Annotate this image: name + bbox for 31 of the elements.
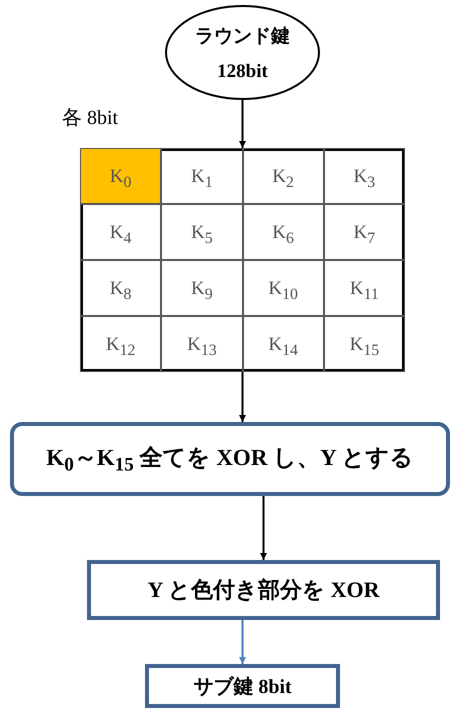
table-cell: K$_{15}$ [324,316,405,372]
table-cell: K$_{14}$ [242,316,324,372]
table-cell: K$_{6}$ [242,204,324,260]
key-table [80,148,405,372]
node-text: 128bit [217,60,268,82]
arrow [260,496,267,560]
table-cell: K$_{0}$ [80,148,162,204]
table-cell: K$_{11}$ [324,260,405,316]
table-cell: K$_{12}$ [80,316,162,372]
node-text: K$_{0}$～K$_{15}$ 全てを XOR し、Y とする [46,444,414,476]
note-text: 各 8bit [62,106,118,131]
arrow [239,100,246,148]
table-cell: K$_{7}$ [324,204,405,260]
process-box [145,664,340,708]
process-box [10,422,450,496]
table-cell: K$_{2}$ [242,148,324,204]
ellipse-node [165,5,320,100]
table-cell: K$_{10}$ [242,260,324,316]
node-text: サブ鍵 8bit [193,674,292,700]
arrow [239,372,246,422]
table-cell: K$_{5}$ [161,204,242,260]
table-cell: K$_{4}$ [80,204,162,260]
process-box [87,560,440,620]
node-text: Y と色付き部分を XOR [148,576,380,604]
node-text: ラウンド鍵 [195,24,290,48]
table-cell: K$_{3}$ [324,148,405,204]
table-cell: K$_{1}$ [161,148,242,204]
table-cell: K$_{13}$ [161,316,242,372]
arrow [239,620,246,664]
table-cell: K$_{9}$ [161,260,242,316]
table-cell: K$_{8}$ [80,260,162,316]
